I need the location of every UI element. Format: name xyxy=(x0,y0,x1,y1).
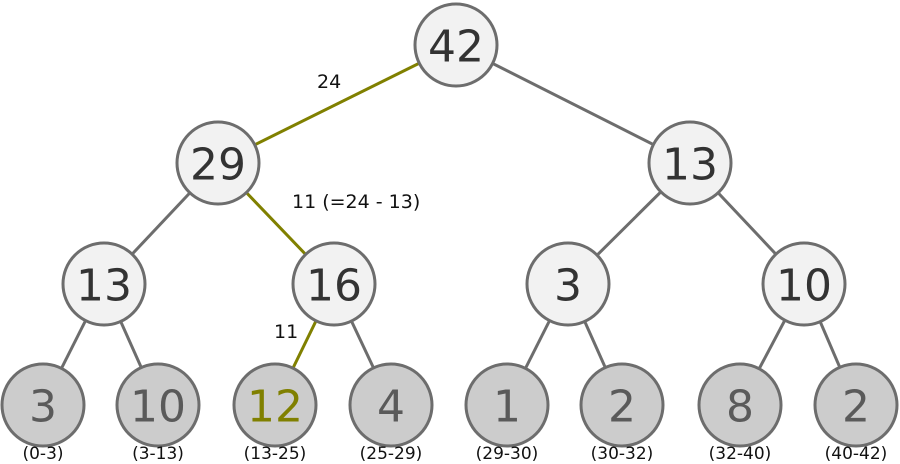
node-value: 12 xyxy=(247,382,303,433)
leaf-range-label: (29-30) xyxy=(476,444,539,464)
node-circle xyxy=(647,120,733,206)
edge-label: 24 xyxy=(317,71,341,93)
leaf-node: 2 xyxy=(579,362,665,448)
node-circle xyxy=(761,241,847,327)
node-circle xyxy=(0,362,86,448)
node-value: 4 xyxy=(377,382,405,433)
edges-layer xyxy=(41,43,858,406)
leaf-node: 12 xyxy=(232,362,318,448)
node-value: 16 xyxy=(306,261,362,312)
node-value: 3 xyxy=(554,261,582,312)
node-value: 2 xyxy=(608,382,636,433)
node-value: 1 xyxy=(493,382,521,433)
leaf-range-label: (3-13) xyxy=(132,444,184,464)
leaf-node: 2 xyxy=(813,362,899,448)
node-circle xyxy=(464,362,550,448)
edge-label: 11 (=24 - 13) xyxy=(292,191,420,213)
internal-node: 3 xyxy=(525,241,611,327)
node-value: 13 xyxy=(662,140,718,191)
node-value: 42 xyxy=(428,22,484,73)
node-value: 13 xyxy=(76,261,132,312)
leaf-node: 10 xyxy=(115,362,201,448)
leaf-node: 4 xyxy=(348,362,434,448)
internal-node: 16 xyxy=(291,241,377,327)
node-circle xyxy=(579,362,665,448)
internal-node: 29 xyxy=(175,120,261,206)
node-value: 29 xyxy=(190,140,246,191)
highlighted-edge xyxy=(217,43,457,165)
node-circle xyxy=(175,120,261,206)
leaf-range-label: (32-40) xyxy=(709,444,772,464)
node-circle xyxy=(232,362,318,448)
internal-node: 42 xyxy=(413,2,499,88)
node-circle xyxy=(115,362,201,448)
node-value: 10 xyxy=(776,261,832,312)
node-circle xyxy=(291,241,377,327)
node-value: 3 xyxy=(29,382,57,433)
leaf-node: 8 xyxy=(697,362,783,448)
leaf-range-label: (13-25) xyxy=(244,444,307,464)
leaf-range-label: (0-3) xyxy=(22,444,63,464)
node-circle xyxy=(413,2,499,88)
node-circle xyxy=(525,241,611,327)
leaf-node: 1 xyxy=(464,362,550,448)
node-circle xyxy=(697,362,783,448)
leaf-range-label: (25-29) xyxy=(360,444,423,464)
internal-node: 10 xyxy=(761,241,847,327)
internal-node: 13 xyxy=(647,120,733,206)
node-circle xyxy=(348,362,434,448)
leaf-range-label: (30-32) xyxy=(591,444,654,464)
internal-node: 13 xyxy=(61,241,147,327)
node-circle xyxy=(61,241,147,327)
node-value: 10 xyxy=(130,382,186,433)
node-value: 8 xyxy=(726,382,754,433)
node-value: 2 xyxy=(842,382,870,433)
leaf-node: 3 xyxy=(0,362,86,448)
leaf-range-label: (40-42) xyxy=(825,444,888,464)
tree-edge xyxy=(455,43,691,165)
edge-label: 11 xyxy=(274,321,298,343)
node-circle xyxy=(813,362,899,448)
